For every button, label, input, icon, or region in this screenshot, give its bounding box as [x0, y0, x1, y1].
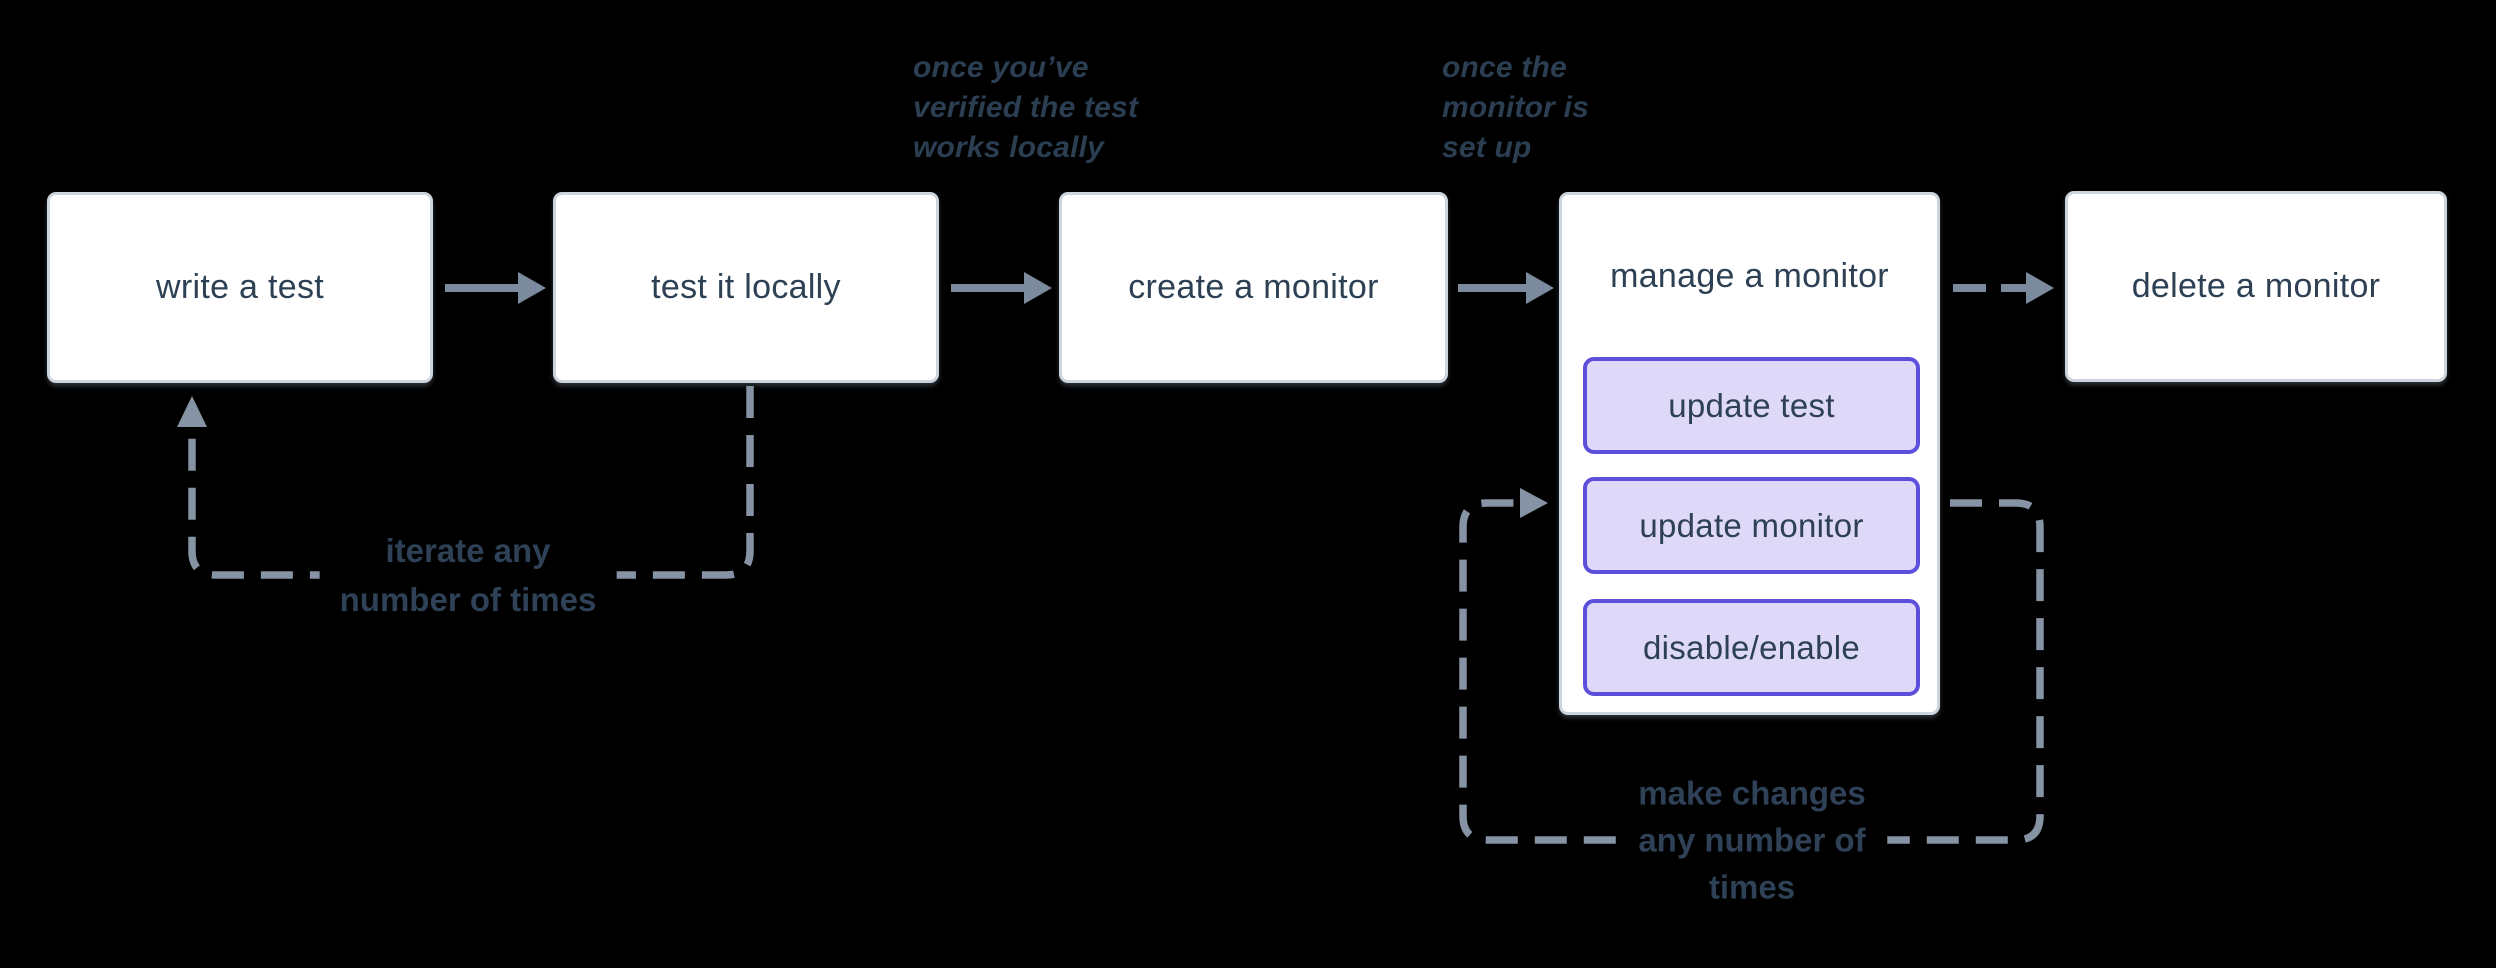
- loop-label-make-changes-line-3: times: [1708, 868, 1796, 906]
- arrow-manage-to-delete-dashed: [1953, 272, 2054, 304]
- annotation-once-verified-line-2: verified the test: [913, 91, 1139, 124]
- node-delete-a-monitor: delete a monitor: [2065, 191, 2447, 382]
- subnode-update-monitor: update monitor: [1583, 477, 1920, 574]
- loop-label-iterate: iterate any number of times: [319, 522, 617, 628]
- arrow-create-to-manage: [1458, 272, 1554, 304]
- loop-make-changes-arrowhead: [1520, 488, 1548, 518]
- node-test-it-locally: test it locally: [553, 192, 939, 383]
- node-create-a-monitor-label: create a monitor: [1128, 268, 1379, 306]
- subnode-update-test-label: update test: [1668, 386, 1835, 424]
- node-write-a-test-label: write a test: [156, 268, 324, 306]
- node-write-a-test: write a test: [47, 192, 433, 383]
- loop-label-iterate-line-1: iterate any: [385, 532, 551, 569]
- annotation-once-set-up: once the monitor is set up: [1442, 48, 1589, 168]
- loop-iterate-arrowhead: [177, 396, 207, 427]
- loop-label-make-changes-line-2: any number of: [1638, 821, 1866, 859]
- annotation-once-set-up-line-1: once the: [1442, 51, 1567, 84]
- node-delete-a-monitor-label: delete a monitor: [2131, 267, 2381, 305]
- loop-label-iterate-line-2: number of times: [339, 581, 597, 618]
- node-manage-a-monitor: manage a monitor update test update moni…: [1559, 192, 1940, 715]
- loop-label-make-changes: make changes any number of times: [1616, 765, 1888, 915]
- annotation-once-set-up-line-3: set up: [1442, 131, 1532, 164]
- node-create-a-monitor: create a monitor: [1059, 192, 1448, 383]
- node-test-it-locally-label: test it locally: [651, 268, 841, 306]
- annotation-once-set-up-line-2: monitor is: [1442, 91, 1590, 124]
- node-manage-a-monitor-label: manage a monitor: [1610, 256, 1889, 295]
- annotation-once-verified-line-1: once you’ve: [913, 51, 1089, 84]
- subnode-update-test: update test: [1583, 357, 1920, 454]
- subnode-update-monitor-label: update monitor: [1639, 506, 1864, 544]
- loop-label-make-changes-line-1: make changes: [1638, 774, 1866, 812]
- subnode-disable-enable: disable/enable: [1583, 599, 1920, 696]
- annotation-once-verified: once you’ve verified the test works loca…: [913, 48, 1138, 168]
- annotation-once-verified-line-3: works locally: [913, 131, 1105, 164]
- subnode-disable-enable-label: disable/enable: [1642, 628, 1861, 666]
- node-manage-a-monitor-title: manage a monitor: [1562, 195, 1937, 357]
- arrow-test-to-create: [951, 272, 1052, 304]
- arrow-write-to-test: [445, 272, 546, 304]
